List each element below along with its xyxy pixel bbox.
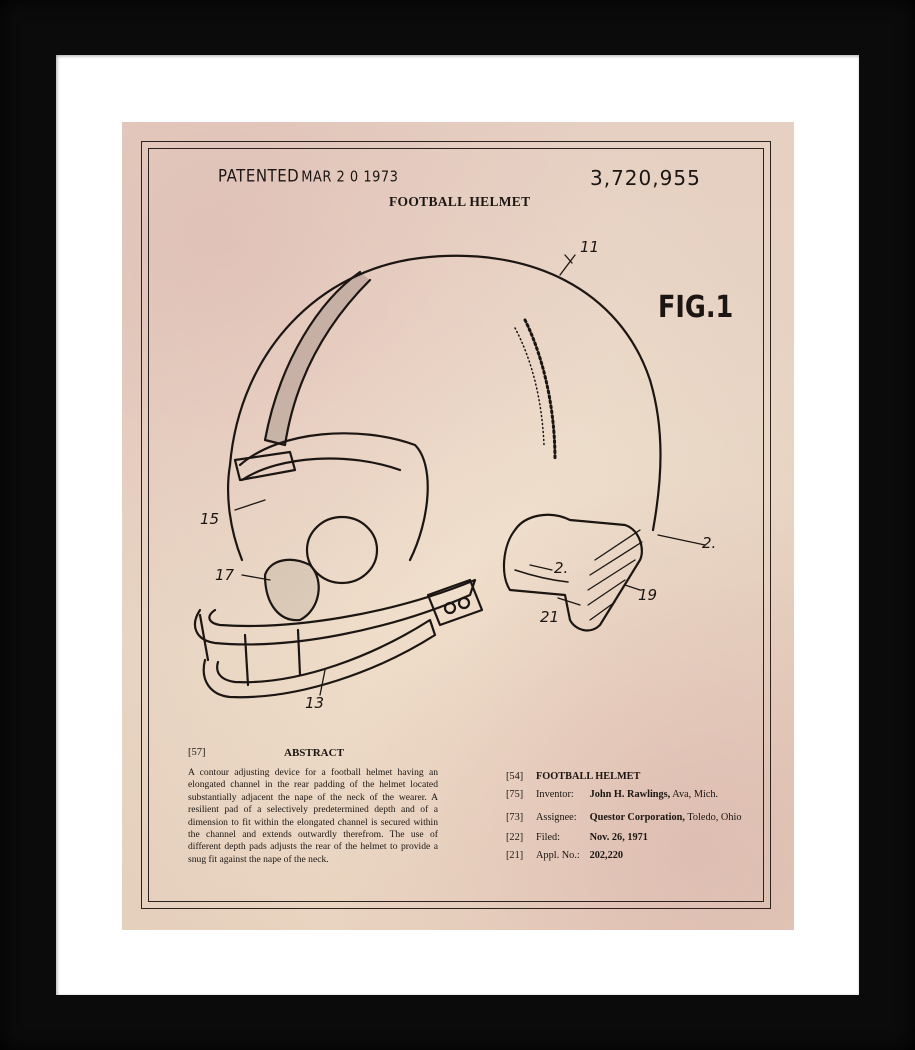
biblio-value: Nov. 26, 1971 [589,832,648,843]
rear-pad [502,513,643,632]
helmet-stripe [263,270,372,447]
abstract-heading: ABSTRACT [284,747,344,759]
abstract-code: [57] [188,747,206,758]
helmet-shell [228,254,662,532]
callout-13: 13 [305,694,324,712]
helmet-shell-lower [227,463,244,562]
biblio-label: Filed: [536,832,561,843]
biblio-code: [73] [506,812,524,823]
print-border-inner [148,148,764,902]
biblio-row: [22] Filed: Nov. 26, 1971 [506,832,648,843]
callout-15: 15 [200,510,219,528]
biblio-code: [22] [506,832,524,843]
callout-21: 21 [540,608,559,626]
patent-number: 3,720,955 [590,166,701,190]
biblio-value: 202,220 [589,850,624,861]
abstract-text: A contour adjusting device for a footbal… [188,767,438,865]
callout-19: 19 [638,586,657,604]
callout-2-right: 2. [702,534,716,552]
biblio-code: [75] [506,789,524,800]
biblio-extra: Ava, Mich. [672,789,719,800]
biblio-label: Assignee: [536,812,577,823]
face-opening [238,432,429,562]
face-mask [193,578,477,646]
chin-strap-clip [233,450,297,482]
patented-label: PATENTED [218,165,300,187]
helmet-drawing: 11 15 17 13 2. 2. 21 19 [193,238,716,712]
helmet-shading [523,318,557,462]
callout-17: 17 [215,566,235,584]
callout-11: 11 [580,238,599,256]
biblio-row: [54] FOOTBALL HELMET [506,771,640,782]
biblio-row: [21] Appl. No.: 202,220 [506,850,623,861]
biblio-row: [73] Assignee: Questor Corporation, Toled… [506,812,742,823]
patented-date: MAR 2 0 1973 [301,169,399,187]
biblio-row: [75] Inventor: John H. Rawlings, Ava, Mic… [506,789,718,800]
print-border-outer [141,141,771,909]
biblio-value: John H. Rawlings, [589,789,671,800]
biblio-label: Inventor: [536,789,574,800]
ear-hole [305,515,379,585]
biblio-value: Questor Corporation, [589,812,685,823]
biblio-code: [54] [506,771,524,782]
biblio-value: FOOTBALL HELMET [536,771,641,782]
biblio-code: [21] [506,850,524,861]
callout-2-inner: 2. [554,559,568,577]
biblio-label: Appl. No.: [536,850,580,861]
patent-title: FOOTBALL HELMET [389,194,531,209]
biblio-extra: Toledo, Ohio [687,812,742,823]
figure-label: FIG.1 [658,290,734,325]
